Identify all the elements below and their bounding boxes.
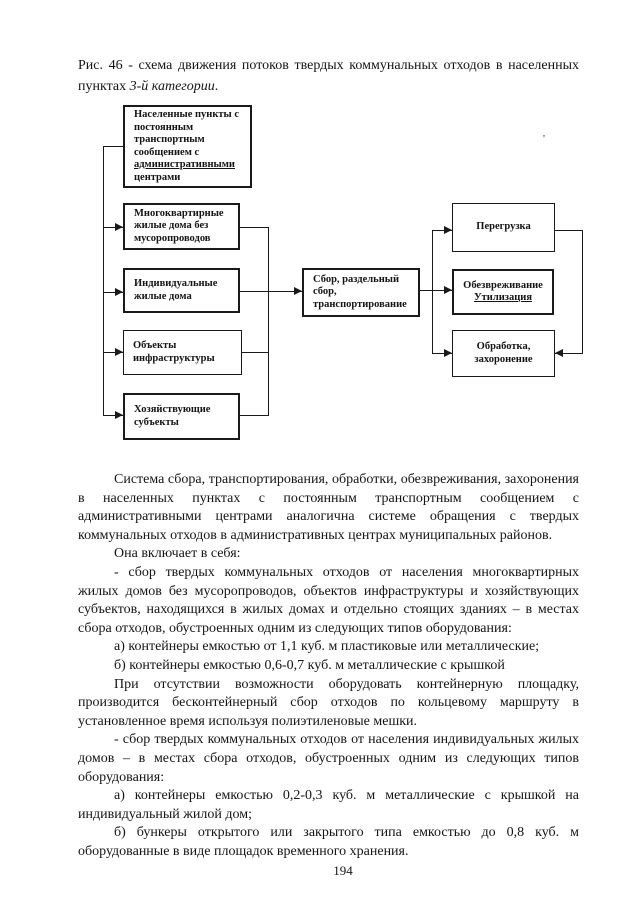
- node-label-line: жилые дома: [134, 290, 192, 302]
- connector-line: [240, 227, 268, 228]
- figure-caption-period: .: [214, 78, 219, 94]
- connector-line: [103, 292, 123, 293]
- node-label-line: Объекты: [133, 340, 177, 351]
- connector-line: [103, 415, 123, 416]
- node-label-line: жилые дома без: [134, 220, 209, 232]
- arrowhead-right-icon: [115, 223, 123, 231]
- node-label-line: сообщением с: [134, 146, 200, 158]
- diagram-node-transshipment: Перегрузка: [452, 203, 555, 252]
- node-label-line: Обработка,: [476, 341, 531, 352]
- connector-line: [555, 353, 582, 354]
- paragraph-5: б) контейнеры емкостью 0,6-0,7 куб. м ме…: [114, 657, 505, 673]
- paragraph-3: - сбор твердых коммунальных отходов от н…: [78, 564, 579, 636]
- arrowhead-right-icon: [115, 411, 123, 419]
- arrowhead-right-icon: [115, 348, 123, 356]
- node-label-line: Перегрузка: [476, 221, 531, 233]
- node-label-line: транспортирование: [313, 298, 407, 310]
- connector-line: [582, 230, 583, 354]
- node-label-line: сбор,: [313, 286, 337, 298]
- node-label-line: субъекты: [134, 416, 179, 428]
- node-label-line: Населенные пункты с: [134, 109, 240, 120]
- node-label-line: административными: [134, 159, 235, 170]
- paragraph-2: Она включает в себя:: [114, 546, 241, 562]
- arrowhead-right-icon: [444, 349, 452, 357]
- scan-artifact-mark: ': [543, 133, 545, 145]
- connector-line: [432, 230, 452, 231]
- paragraph-9: б) бункеры открытого или закрытого типа …: [78, 825, 579, 859]
- connector-line: [420, 290, 452, 291]
- connector-line: [432, 230, 433, 354]
- diagram-node-treatment-burial: Обработка,захоронение: [452, 330, 555, 377]
- figure-caption-italic: 3-й категории: [129, 78, 215, 94]
- connector-line: [240, 415, 268, 416]
- node-label-line: центрами: [134, 171, 181, 183]
- node-label-line: Хозяйствующие: [134, 404, 211, 415]
- node-label-line: захоронение: [474, 353, 533, 365]
- node-label-line: инфраструктуры: [133, 352, 215, 364]
- connector-line: [103, 146, 104, 416]
- paragraph-6: При отсутствии возможности оборудовать к…: [78, 676, 579, 729]
- paragraph-1: Система сбора, транспортирования, обрабо…: [78, 472, 579, 543]
- node-label-line: транспортным: [134, 134, 205, 145]
- node-label-line: Сбор, раздельный: [313, 273, 399, 285]
- figure-caption: Рис. 46 - схема движения потоков твердых…: [78, 56, 579, 97]
- arrowhead-right-icon: [115, 288, 123, 296]
- connector-line: [103, 227, 123, 228]
- connector-line: [103, 352, 123, 353]
- body-text: Система сбора, транспортирования, обрабо…: [78, 471, 579, 861]
- node-label-line: мусоропроводов: [134, 232, 211, 244]
- connector-line: [268, 227, 269, 416]
- connector-line: [432, 353, 452, 354]
- arrowhead-right-icon: [444, 286, 452, 294]
- paragraph-7: - сбор твердых коммунальных отходов от н…: [78, 732, 579, 785]
- page-number: 194: [333, 863, 353, 878]
- connector-line: [103, 146, 123, 147]
- node-label-line: Обезвреживание: [463, 279, 543, 291]
- paragraph-8: а) контейнеры емкостью 0,2-0,3 куб. м ме…: [78, 788, 579, 822]
- paragraph-4: а) контейнеры емкостью от 1,1 куб. м пла…: [114, 639, 540, 655]
- figure-caption-text: Рис. 46 - схема движения потоков твердых…: [78, 58, 579, 94]
- node-label-line: постоянным: [134, 121, 194, 133]
- connector-line: [240, 291, 302, 292]
- arrowhead-left-icon: [555, 349, 563, 357]
- connector-line: [242, 352, 268, 353]
- connector-line: [555, 230, 582, 231]
- node-label-line: Утилизация: [473, 292, 533, 303]
- arrowhead-right-icon: [444, 226, 452, 234]
- node-label-line: Многоквартирные: [134, 207, 224, 219]
- node-label-line: Индивидуальные: [134, 278, 218, 289]
- arrowhead-right-icon: [294, 287, 302, 295]
